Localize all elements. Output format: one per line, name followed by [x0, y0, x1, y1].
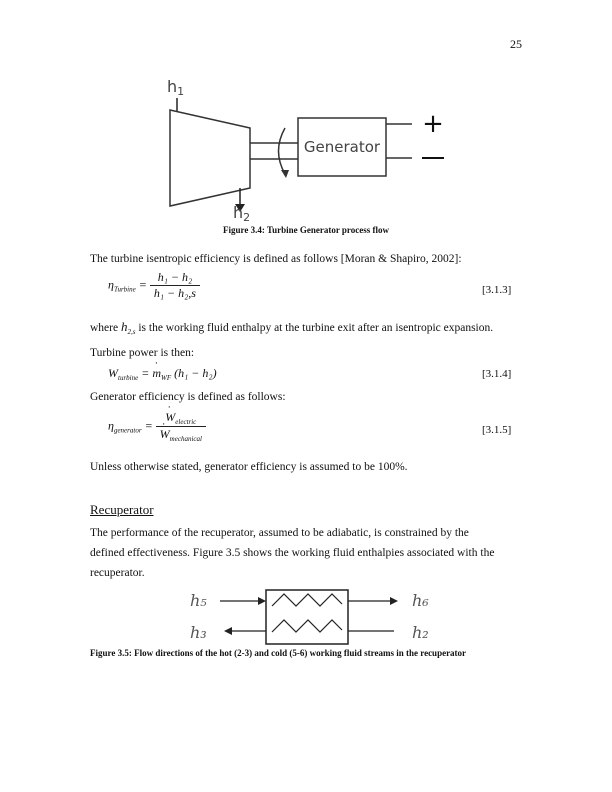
- paragraph-3: Generator efficiency is defined as follo…: [90, 391, 286, 403]
- eq2-lhs-sub: turbine: [118, 374, 139, 382]
- equation-3-1-3: ηTurbine = h₁ − h₂ h₁ − h₂,s: [108, 270, 200, 301]
- eq3-numerator: W: [165, 410, 175, 424]
- eq2-equals: =: [141, 366, 153, 380]
- eq3-number: [3.1.5]: [482, 424, 512, 436]
- eq1-denominator: h₁ − h₂,s: [153, 286, 196, 300]
- figure-3-5-caption: Figure 3.5: Flow directions of the hot (…: [90, 648, 467, 658]
- turbine-generator-diagram: h1 Generator +: [167, 77, 444, 212]
- eq3-fraction: Welectric Wmechanical: [155, 410, 206, 443]
- svg-text:h₅: h₅: [190, 591, 207, 610]
- turbine-shape: [169, 109, 251, 207]
- h2-label: h2: [233, 203, 250, 224]
- eq2-number: [3.1.4]: [482, 368, 512, 380]
- svg-text:h₆: h₆: [412, 591, 429, 610]
- equation-3-1-5: ηgenerator = Welectric Wmechanical: [108, 410, 206, 443]
- h2-letter: h: [233, 203, 244, 222]
- eq1-lhs: η: [108, 277, 114, 292]
- eq3-lhs: η: [108, 418, 114, 433]
- eq2-lhs: W: [108, 366, 118, 380]
- where-pre: where: [90, 322, 119, 334]
- svg-text:Generator: Generator: [304, 138, 381, 156]
- eq3-lhs-sub: generator: [113, 426, 142, 435]
- eq1-lhs-sub: Turbine: [113, 285, 136, 294]
- where-symbol-sub: 2,s: [127, 328, 136, 336]
- where-post: is the working fluid enthalpy at the tur…: [138, 322, 494, 334]
- paragraph-5-line-3: recuperator.: [90, 567, 145, 579]
- section-heading-recuperator: Recuperator: [90, 502, 154, 517]
- eq1-number: [3.1.3]: [482, 284, 512, 296]
- eq3-denominator: W: [160, 427, 170, 441]
- eq3-numerator-sub: electric: [175, 418, 197, 426]
- paragraph-1: The turbine isentropic efficiency is def…: [90, 253, 462, 265]
- eq2-mdot-sub: WF: [161, 374, 172, 382]
- recuperator-diagram: h₅ h₆ h₃ h₂: [190, 589, 429, 645]
- page-number: 25: [510, 37, 522, 51]
- generator-box: [297, 117, 387, 177]
- recuperator-box: [265, 589, 349, 645]
- h2-sub: 2: [243, 211, 251, 224]
- paragraph-4: Unless otherwise stated, generator effic…: [90, 461, 408, 473]
- paragraph-5-line-2: defined effectiveness. Figure 3.5 shows …: [90, 547, 495, 559]
- equation-3-1-4: Wturbine = mWF (h₁ − h₂): [108, 366, 217, 382]
- where-line: where h2,s is the working fluid enthalpy…: [90, 320, 493, 339]
- svg-text:h₃: h₃: [190, 623, 207, 642]
- eq3-denominator-sub: mechanical: [169, 435, 202, 443]
- svg-text:+: +: [422, 109, 444, 139]
- paragraph-5-line-1: The performance of the recuperator, assu…: [90, 527, 469, 539]
- eq2-rhs: (h₁ − h₂): [171, 366, 217, 380]
- eq1-fraction: h₁ − h₂ h₁ − h₂,s: [149, 270, 200, 301]
- paragraph-2: Turbine power is then:: [90, 347, 195, 359]
- where-symbol: h: [120, 319, 128, 334]
- figure-3-4-caption: Figure 3.4: Turbine Generator process fl…: [223, 225, 389, 235]
- eq2-mdot: m: [152, 366, 161, 380]
- eq1-numerator: h₁ − h₂: [149, 270, 200, 286]
- h1-label: h1: [167, 77, 184, 98]
- svg-text:h₂: h₂: [412, 623, 429, 642]
